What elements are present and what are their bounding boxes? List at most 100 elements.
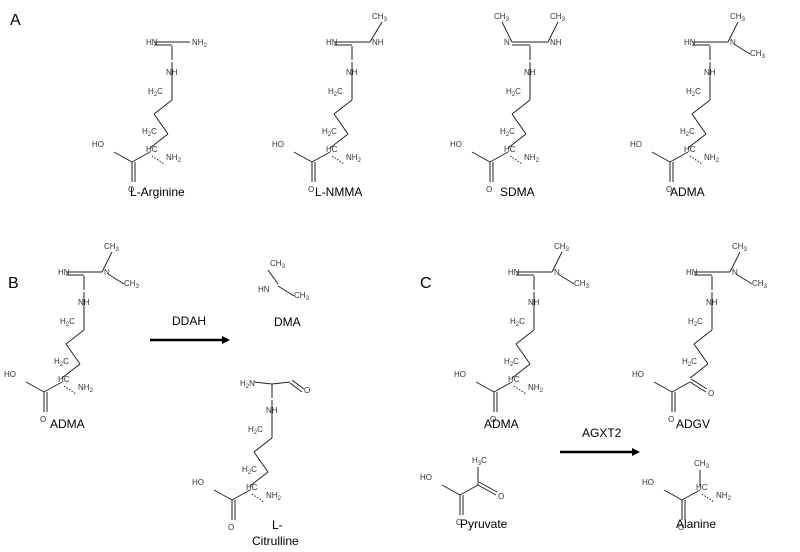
svg-text:O: O xyxy=(708,389,714,398)
compound-label-adma-a: ADMA xyxy=(670,185,705,199)
svg-text:CH3: CH3 xyxy=(750,49,766,60)
alanine-structure: HO O HC NH2 CH3 xyxy=(642,459,732,532)
pyruvate-structure: HO O H3C O xyxy=(420,456,504,527)
svg-text:HO: HO xyxy=(192,478,204,487)
svg-text:H2C: H2C xyxy=(54,357,69,368)
svg-text:CH3: CH3 xyxy=(574,279,590,290)
svg-text:H2C: H2C xyxy=(688,317,703,328)
svg-text:HC: HC xyxy=(696,483,708,492)
svg-text:CH3: CH3 xyxy=(554,242,570,253)
svg-text:HO: HO xyxy=(642,478,654,487)
panel-b-letter: B xyxy=(8,275,19,292)
svg-text:CH3: CH3 xyxy=(494,12,510,23)
compound-label-adma-c: ADMA xyxy=(484,417,519,431)
svg-text:H2C: H2C xyxy=(500,127,515,138)
svg-text:O: O xyxy=(456,518,462,527)
compound-label-dma: DMA xyxy=(274,315,301,329)
compound-label-l-arginine: L-Arginine xyxy=(130,185,185,199)
svg-text:HO: HO xyxy=(632,370,644,379)
svg-text:H2C: H2C xyxy=(682,357,697,368)
svg-text:NH: NH xyxy=(78,298,90,307)
svg-text:HC: HC xyxy=(504,145,516,154)
svg-text:H3C: H3C xyxy=(472,456,487,467)
svg-text:O: O xyxy=(304,386,310,395)
svg-text:HO: HO xyxy=(450,140,462,149)
svg-text:NH2: NH2 xyxy=(266,491,282,502)
svg-text:CH3: CH3 xyxy=(550,12,566,23)
svg-text:CH3: CH3 xyxy=(270,259,286,270)
svg-text:O: O xyxy=(678,523,684,532)
svg-text:O: O xyxy=(498,492,504,501)
adma-structure-c: HO O HC NH2 H2C H2C NH HN N CH3 CH3 xyxy=(454,242,590,424)
svg-text:NH2: NH2 xyxy=(192,38,208,49)
svg-text:NH2: NH2 xyxy=(166,153,182,164)
svg-text:H2C: H2C xyxy=(686,87,701,98)
enzyme-label-ddah: DDAH xyxy=(172,314,206,328)
compound-label-adgv: ADGV xyxy=(676,417,710,431)
compound-label-adma-b: ADMA xyxy=(50,417,85,431)
svg-text:HO: HO xyxy=(454,370,466,379)
svg-text:HC: HC xyxy=(684,145,696,154)
svg-text:O: O xyxy=(668,415,674,424)
dma-structure: CH3 HN CH3 xyxy=(258,259,310,302)
svg-text:HN: HN xyxy=(146,38,158,47)
panel-c-letter: C xyxy=(420,275,432,292)
compound-label-pyruvate: Pyruvate xyxy=(460,517,508,531)
compound-label-sdma: SDMA xyxy=(500,185,535,199)
svg-text:NH2: NH2 xyxy=(346,153,362,164)
svg-text:HO: HO xyxy=(272,140,284,149)
svg-text:O: O xyxy=(40,415,46,424)
adma-structure-a: HO O HC NH2 H2C H2C NH HN N CH3 CH3 xyxy=(630,12,766,194)
adma-structure-b: HO O HC NH2 H2C H2C NH HN N CH3 CH3 xyxy=(4,242,140,424)
svg-text:HO: HO xyxy=(4,370,16,379)
compound-label-alanine: Alanine xyxy=(676,517,716,531)
svg-text:HO: HO xyxy=(92,140,104,149)
compound-label-l-citrulline-line2: Citrulline xyxy=(252,534,299,548)
svg-text:O: O xyxy=(128,185,134,194)
l-citrulline-structure: HO O HC NH2 H2C H2C NH H2N O xyxy=(192,379,310,532)
svg-text:H2C: H2C xyxy=(142,127,157,138)
svg-text:NH: NH xyxy=(528,298,540,307)
svg-text:CH3: CH3 xyxy=(732,242,748,253)
svg-text:CH3: CH3 xyxy=(730,12,746,23)
svg-text:CH3: CH3 xyxy=(294,291,310,302)
svg-text:H2C: H2C xyxy=(506,87,521,98)
enzyme-label-agxt2: AGXT2 xyxy=(582,426,622,440)
svg-text:N: N xyxy=(732,268,738,277)
svg-text:NH2: NH2 xyxy=(78,383,94,394)
svg-text:HO: HO xyxy=(420,473,432,482)
svg-text:NH2: NH2 xyxy=(716,491,732,502)
svg-text:CH3: CH3 xyxy=(694,459,710,470)
svg-text:HC: HC xyxy=(508,375,520,384)
svg-text:O: O xyxy=(228,523,234,532)
svg-text:NH: NH xyxy=(166,68,178,77)
svg-text:HC: HC xyxy=(58,375,70,384)
svg-text:NH2: NH2 xyxy=(528,383,544,394)
svg-text:NH: NH xyxy=(346,68,358,77)
svg-text:O: O xyxy=(308,185,314,194)
svg-text:O: O xyxy=(490,415,496,424)
svg-text:H2C: H2C xyxy=(148,87,163,98)
svg-text:CH3: CH3 xyxy=(372,12,388,23)
adgv-structure: HO O O H2C H2C NH HN N CH3 CH3 xyxy=(632,242,768,424)
svg-text:CH3: CH3 xyxy=(752,279,768,290)
svg-text:NH2: NH2 xyxy=(524,153,540,164)
svg-text:NH: NH xyxy=(704,68,716,77)
svg-text:HO: HO xyxy=(630,140,642,149)
svg-text:NH: NH xyxy=(706,298,718,307)
svg-text:HN: HN xyxy=(258,285,270,294)
svg-text:HN: HN xyxy=(508,268,520,277)
svg-text:O: O xyxy=(486,185,492,194)
sdma-structure: HO O HC NH2 H2C H2C NH N NH CH3 CH3 xyxy=(450,12,566,194)
svg-text:HC: HC xyxy=(246,483,258,492)
svg-text:O: O xyxy=(666,185,672,194)
svg-text:HC: HC xyxy=(326,145,338,154)
svg-text:HN: HN xyxy=(684,38,696,47)
svg-text:N: N xyxy=(504,38,510,47)
l-nmma-structure: HO O HC NH2 H2C H2C NH HN NH CH3 xyxy=(272,12,388,194)
panel-a-letter: A xyxy=(10,12,21,29)
svg-text:HN: HN xyxy=(686,268,698,277)
svg-text:H2C: H2C xyxy=(248,425,263,436)
svg-text:CH3: CH3 xyxy=(124,279,140,290)
